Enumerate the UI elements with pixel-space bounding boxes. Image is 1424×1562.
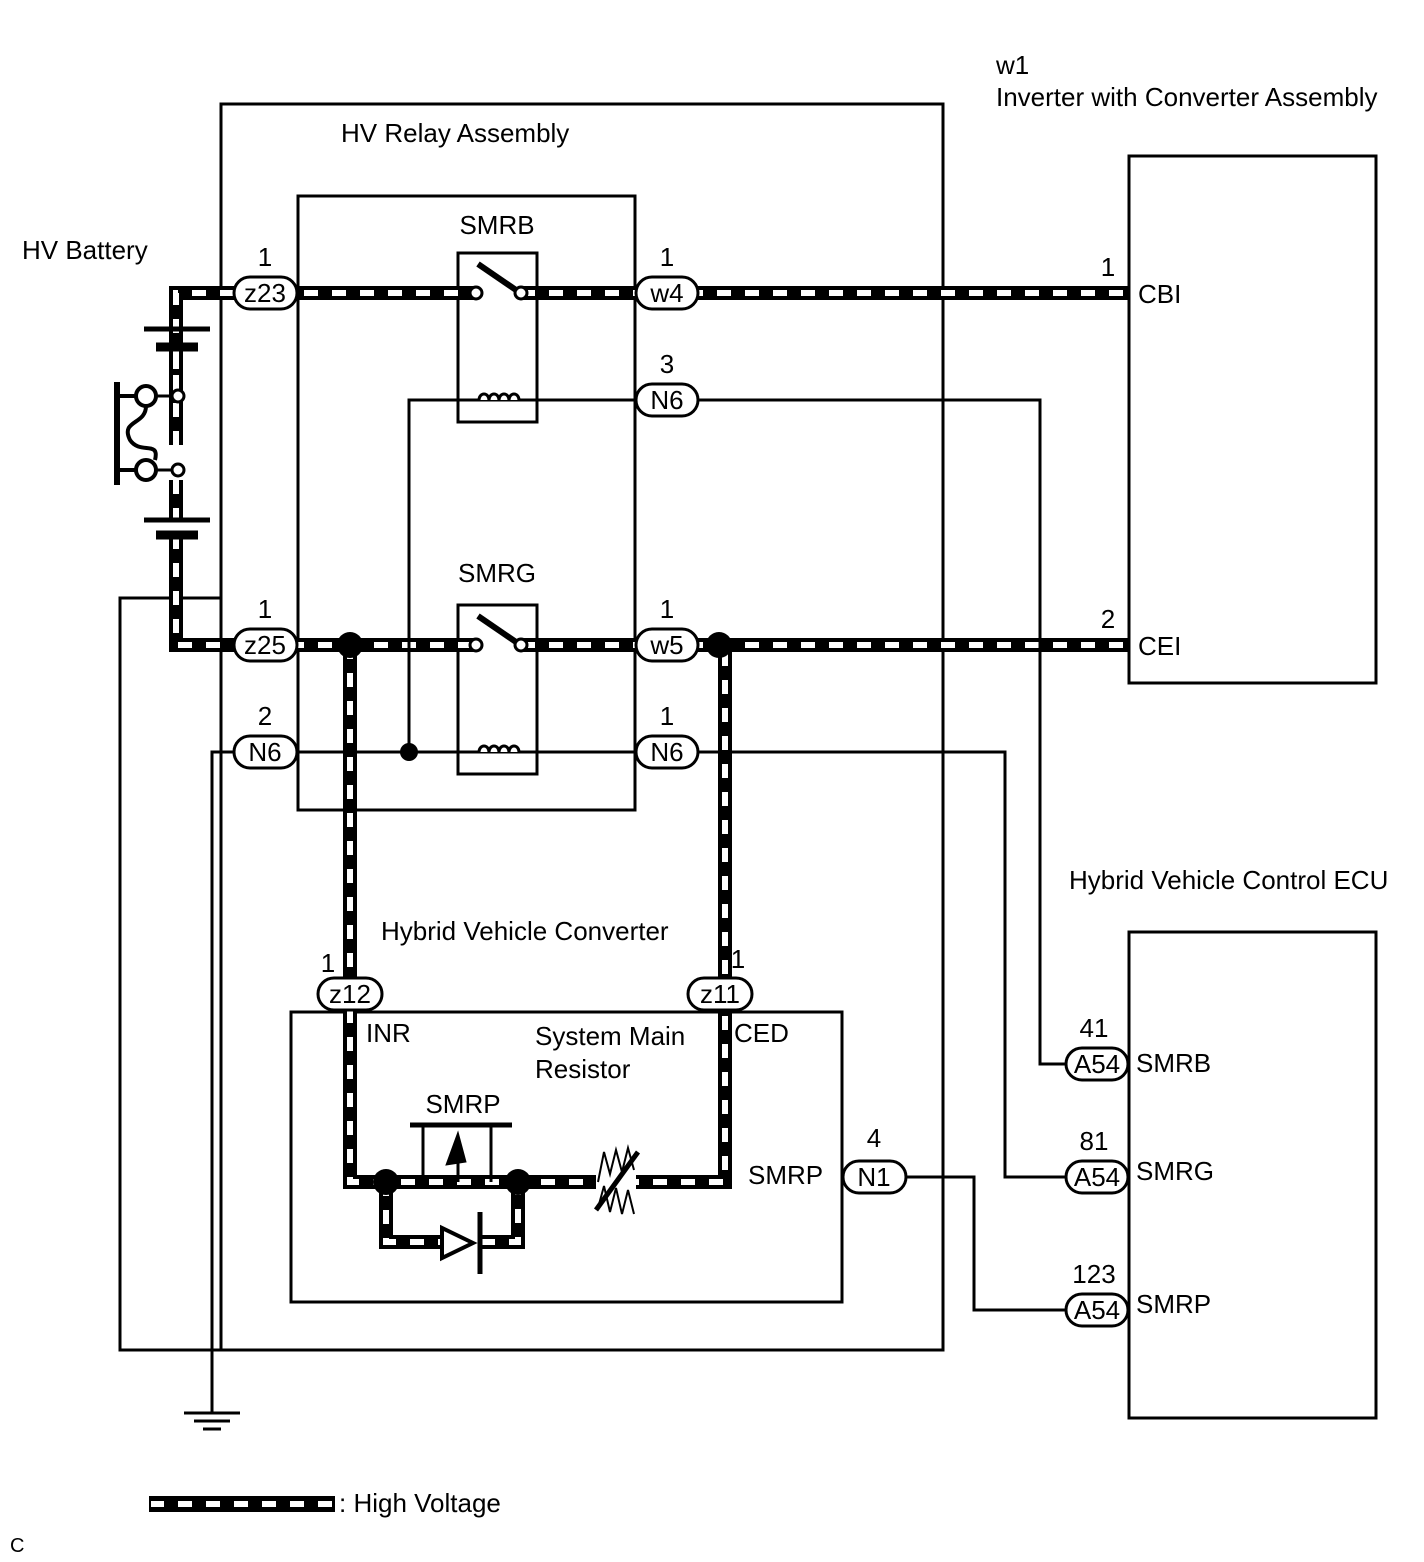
pin-z11: 1 xyxy=(731,944,745,974)
hv-relay-assembly-box xyxy=(219,102,945,1352)
smrp-switch-label: SMRP xyxy=(425,1089,500,1119)
inverter-box xyxy=(1127,154,1378,685)
pin-w5: 1 xyxy=(660,594,674,624)
pin-z23: 1 xyxy=(258,242,272,272)
ecu-smrb-label: SMRB xyxy=(1136,1048,1211,1078)
cbi-label: CBI xyxy=(1138,279,1181,309)
ground-icon xyxy=(184,1411,240,1431)
ced-label: CED xyxy=(734,1018,789,1048)
ecu-smrp-label: SMRP xyxy=(1136,1289,1211,1319)
smrb-coil-icon xyxy=(477,392,521,401)
smrg-coil-icon xyxy=(477,744,521,753)
connector-n6-right: N6 xyxy=(650,737,683,767)
resistor-icon xyxy=(593,1144,641,1215)
battery-return-wire xyxy=(118,596,221,1352)
pin-z25: 1 xyxy=(258,594,272,624)
connectors xyxy=(232,275,1130,1328)
connector-z12: z12 xyxy=(329,979,371,1009)
smrb-relay-label: SMRB xyxy=(459,210,534,240)
pin-a54-smrp: 123 xyxy=(1072,1259,1115,1289)
smrb-switch-icon xyxy=(468,261,529,301)
inr-label: INR xyxy=(366,1018,411,1048)
battery-icon xyxy=(114,326,210,540)
converter-box xyxy=(289,1010,844,1304)
pin-z12: 1 xyxy=(321,948,335,978)
pin-a54-smrg: 81 xyxy=(1080,1126,1109,1156)
pin-cei: 2 xyxy=(1101,604,1115,634)
relay-inner-box xyxy=(296,194,637,812)
ecu-smrg-label: SMRG xyxy=(1136,1156,1214,1186)
connector-n6-top: N6 xyxy=(650,385,683,415)
legend-high-voltage-label: : High Voltage xyxy=(339,1488,501,1518)
connector-a54-smrp: A54 xyxy=(1074,1295,1120,1325)
diode-icon xyxy=(440,1212,483,1274)
junction-dots xyxy=(337,632,732,1195)
corner-mark: C xyxy=(10,1535,24,1557)
smrp-terminal-label: SMRP xyxy=(748,1160,823,1190)
smrp-transistor-icon xyxy=(410,1122,512,1182)
legend-high-voltage-swatch xyxy=(149,1496,335,1512)
smrg-relay-label: SMRG xyxy=(458,558,536,588)
connector-w5: w5 xyxy=(649,630,683,660)
pin-n6-top: 3 xyxy=(660,349,674,379)
connector-n1: N1 xyxy=(857,1162,890,1192)
connector-z23: z23 xyxy=(244,278,286,308)
hv-converter-label: Hybrid Vehicle Converter xyxy=(381,916,669,946)
pin-n1: 4 xyxy=(867,1123,881,1153)
pin-w4: 1 xyxy=(660,242,674,272)
pin-n6-left: 2 xyxy=(258,701,272,731)
hv-battery-label: HV Battery xyxy=(22,235,148,265)
system-main-resistor-label-1: System Main xyxy=(535,1021,685,1051)
system-main-resistor-label-2: Resistor xyxy=(535,1054,631,1084)
connector-w4: w4 xyxy=(649,278,683,308)
connector-n6-left: N6 xyxy=(248,737,281,767)
connector-z25: z25 xyxy=(244,630,286,660)
pin-n6-right: 1 xyxy=(660,701,674,731)
smrg-switch-icon xyxy=(468,613,529,653)
signal-wires xyxy=(210,398,1066,1412)
hv-relay-assembly-label: HV Relay Assembly xyxy=(341,118,569,148)
pin-a54-smrb: 41 xyxy=(1080,1013,1109,1043)
ecu-name: Hybrid Vehicle Control ECU xyxy=(1069,865,1388,895)
connector-a54-smrb: A54 xyxy=(1074,1049,1120,1079)
connector-a54-smrg: A54 xyxy=(1074,1162,1120,1192)
connector-z11: z11 xyxy=(700,979,740,1009)
pin-cbi: 1 xyxy=(1101,252,1115,282)
inverter-id: w1 xyxy=(995,50,1029,80)
inverter-name: Inverter with Converter Assembly xyxy=(996,82,1377,112)
cei-label: CEI xyxy=(1138,631,1181,661)
